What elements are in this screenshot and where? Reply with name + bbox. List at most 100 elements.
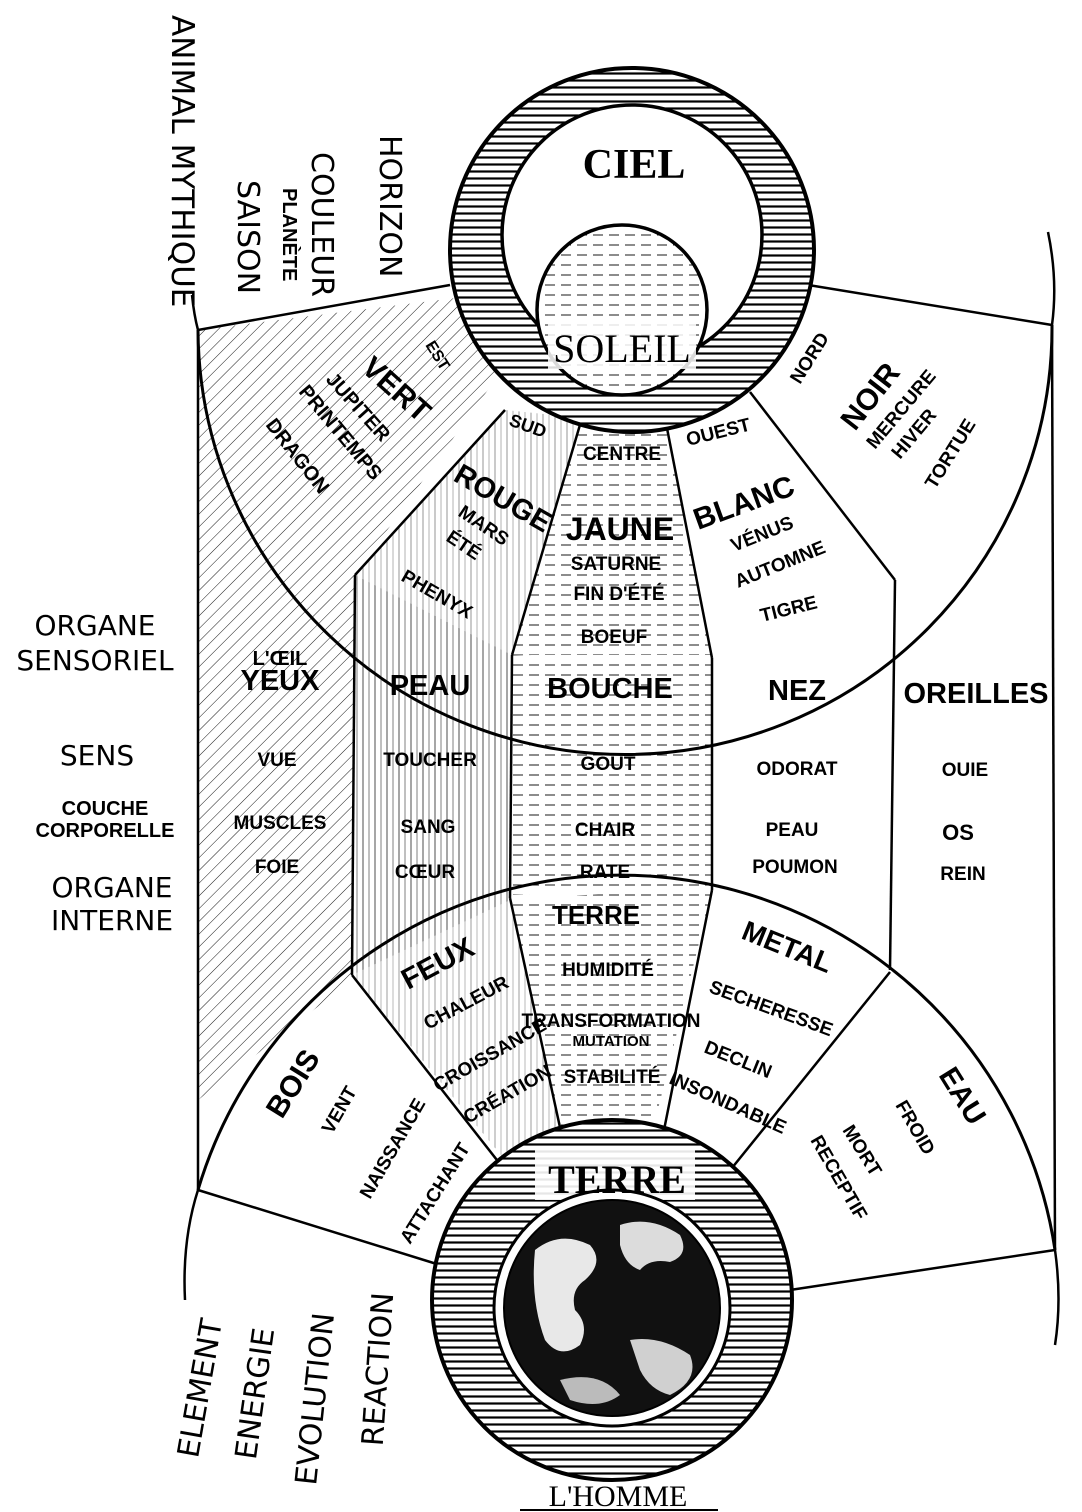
continent-shape: [533, 1238, 597, 1352]
nez-couche: PEAU: [766, 820, 819, 841]
wood-energie: VENT: [318, 1083, 362, 1138]
column-yeux-fill: [198, 290, 520, 1100]
continent-shape: [630, 1339, 693, 1395]
center-planete: SATURNE: [571, 554, 661, 575]
sky-emblem: CIEL SOLEIL: [448, 66, 816, 434]
oreilles-organe: OREILLES: [903, 678, 1048, 710]
label-evolution: EVOLUTION: [289, 1311, 342, 1487]
label-reaction: REACTION: [356, 1291, 402, 1447]
metal-evolution: DECLIN: [701, 1037, 774, 1083]
top-sector-west: OUEST BLANC VÉNUS AUTOMNE TIGRE: [684, 415, 828, 627]
column-oreilles: OREILLES OUIE OS REIN: [903, 678, 1048, 885]
label-planete: PLANÈTE: [278, 188, 301, 281]
homme-label: L'HOMME: [549, 1480, 688, 1512]
earth-energie: HUMIDITÉ: [562, 959, 654, 981]
yeux-pre: L'ŒIL: [253, 648, 308, 670]
yeux-interne: FOIE: [255, 857, 299, 878]
top-border-right: [789, 280, 1053, 327]
earth-evolution: TRANSFORMATION: [521, 1011, 700, 1032]
peau-organe: PEAU: [390, 670, 471, 702]
label-organe-sensoriel-2: SENSORIEL: [16, 644, 174, 677]
soleil-label-bg: [548, 323, 696, 369]
bottom-sector-water: EAU FROID MORT RECEPTIF: [806, 1062, 992, 1224]
column-peau: PEAU TOUCHER SANG CŒUR: [383, 670, 477, 883]
center-couleur: JAUNE: [566, 511, 674, 547]
divider-2: [508, 654, 514, 899]
label-couleur: COULEUR: [304, 152, 339, 297]
peau-sens: TOUCHER: [383, 750, 477, 771]
wood-evolution: NAISSANCE: [356, 1095, 430, 1202]
label-energie: ENERGIE: [229, 1326, 282, 1462]
sector-earth-fill: [510, 890, 712, 1150]
sector-fire-fill: [352, 898, 565, 1160]
globe: [503, 1199, 721, 1417]
top-sector-center: CENTRE JAUNE SATURNE FIN D'ÉTÉ BOEUF: [566, 444, 674, 648]
left-edge-curve-top: [190, 294, 200, 331]
top-outer-arc: [196, 324, 1054, 756]
label-sens: SENS: [60, 739, 134, 772]
west-animal: TIGRE: [758, 592, 819, 626]
sector-center-fill: [512, 418, 712, 655]
globe-continents: [533, 1221, 693, 1404]
bottom-arc-shape: [196, 873, 1057, 1251]
top-ray-3: [663, 417, 714, 659]
bouche-sens: GOUT: [581, 754, 636, 775]
peau-interne: CŒUR: [395, 862, 455, 883]
earth-element: TERRE: [552, 900, 640, 930]
label-couche-2: CORPORELLE: [36, 820, 175, 842]
divider-4: [888, 579, 897, 971]
column-peau-fill: [352, 575, 512, 975]
center-saison: FIN D'ÉTÉ: [573, 583, 664, 605]
oreilles-couche: OS: [942, 820, 974, 845]
top-ray-2: [510, 417, 584, 656]
wood-element: BOIS: [260, 1044, 327, 1124]
bottom-border-left: [197, 1188, 441, 1267]
metal-energie: SECHERESSE: [706, 977, 835, 1041]
column-dividers: [196, 324, 1057, 1251]
top-ray-1: [354, 409, 506, 576]
top-arc: [190, 231, 1056, 756]
bouche-couche: CHAIR: [575, 820, 635, 841]
left-edge-curve-bottom: [183, 1189, 200, 1301]
right-edge-curve-bottom: [1053, 1249, 1060, 1346]
label-couche-1: COUCHE: [62, 798, 149, 820]
label-organe-sensoriel-1: ORGANE: [35, 609, 156, 642]
top-border-left: [197, 283, 451, 332]
label-element: ELEMENT: [171, 1316, 230, 1461]
metal-reaction: INSONDABLE: [666, 1068, 789, 1138]
center-horizon: CENTRE: [583, 444, 661, 465]
earth-emblem: TERRE L'HOMME: [430, 1118, 794, 1512]
bottom-sector-earth: TERRE HUMIDITÉ TRANSFORMATION MUTATION S…: [521, 900, 700, 1088]
ciel-label: CIEL: [583, 142, 686, 188]
column-fills: [198, 290, 712, 1100]
bouche-organe: BOUCHE: [547, 673, 673, 705]
right-edge-curve-top: [1046, 231, 1056, 326]
center-animal: BOEUF: [581, 627, 648, 648]
oreilles-sens: OUIE: [942, 760, 988, 781]
peau-couche: SANG: [401, 817, 456, 838]
top-sector-north: NORD NOIR MERCURE HIVER TORTUE: [786, 329, 980, 493]
earth-reaction: STABILITÉ: [564, 1066, 661, 1088]
terre-label: TERRE: [548, 1157, 686, 1202]
nez-organe: NEZ: [768, 675, 826, 707]
continent-shape: [620, 1221, 684, 1270]
earth-evolution-2: MUTATION: [573, 1033, 650, 1050]
yeux-organe: YEUX: [241, 665, 321, 697]
yeux-sens: VUE: [257, 750, 296, 771]
label-animal: ANIMAL MYTHIQUE: [164, 15, 200, 307]
divider-right-edge: [1050, 324, 1057, 1251]
water-energie: FROID: [891, 1097, 939, 1159]
column-nez: NEZ ODORAT PEAU POUMON: [752, 675, 838, 878]
bottom-border-right: [789, 1248, 1056, 1292]
nez-interne: POUMON: [752, 857, 838, 878]
divider-1: [350, 574, 357, 976]
oreilles-interne: REIN: [940, 864, 985, 885]
top-ray-4: [749, 391, 896, 581]
soleil-label: SOLEIL: [553, 326, 691, 371]
yeux-couche: MUSCLES: [234, 813, 327, 834]
bottom-arc: [183, 873, 1060, 1346]
label-organe-interne-1: ORGANE: [52, 871, 173, 904]
label-organe-interne-2: INTERNE: [51, 904, 173, 937]
column-bouche-fill: [510, 655, 712, 895]
